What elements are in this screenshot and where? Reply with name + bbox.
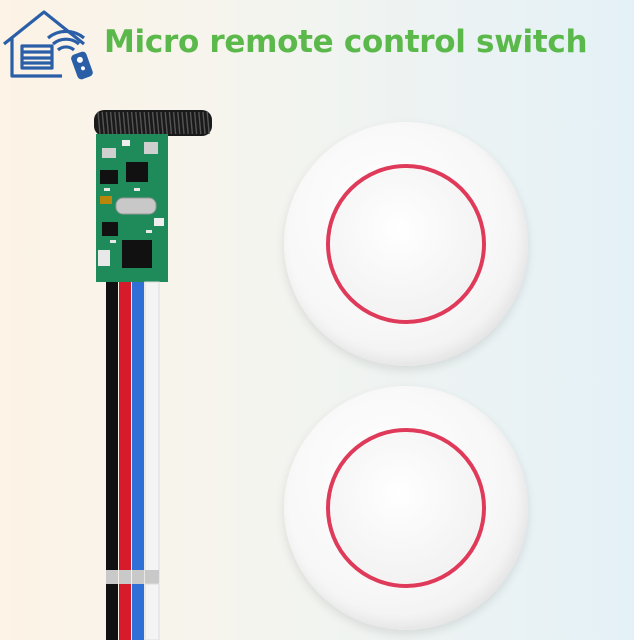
- button-ring: [326, 428, 486, 588]
- wireless-button-2[interactable]: [284, 386, 528, 630]
- wireless-button-1[interactable]: [284, 122, 528, 366]
- antenna-coil: [94, 110, 212, 136]
- page-title: Micro remote control switch: [104, 24, 588, 60]
- button-ring: [326, 164, 486, 324]
- wires: [106, 281, 160, 640]
- smart-home-wifi-icon: [3, 10, 93, 80]
- remote-receiver-module: [94, 110, 212, 640]
- pcb-board: [96, 134, 168, 282]
